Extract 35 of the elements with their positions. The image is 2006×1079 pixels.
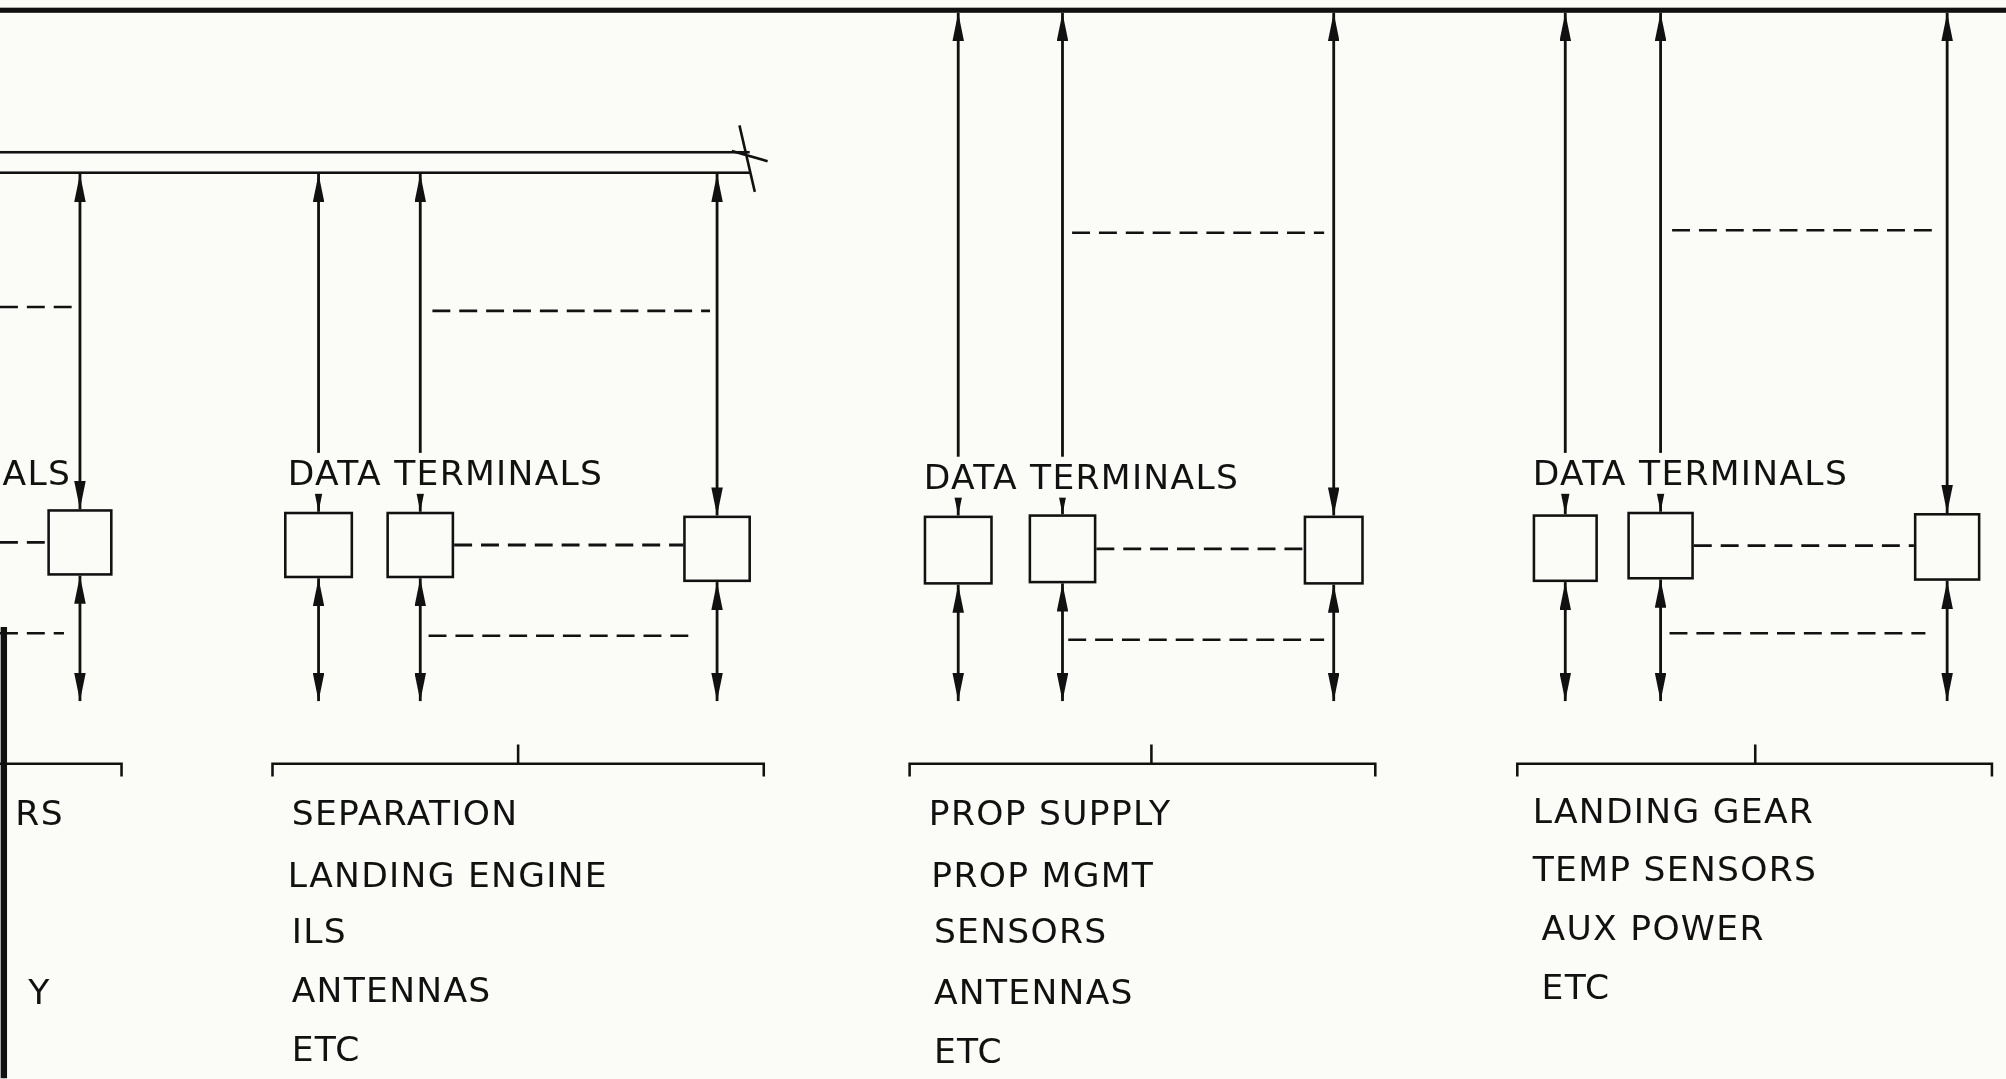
double-headed-arrow	[74, 575, 86, 702]
data-terminal-box	[683, 515, 751, 583]
data-terminal-box	[386, 511, 455, 579]
double-headed-arrow	[1559, 12, 1572, 515]
data-terminal-box	[284, 511, 354, 579]
data-terminal-box	[47, 509, 113, 576]
double-headed-arrow	[1056, 12, 1069, 515]
data-terminal-box	[923, 515, 993, 585]
dashed-line	[0, 541, 48, 544]
double-headed-arrow	[74, 174, 86, 510]
double-headed-arrow	[1327, 12, 1340, 516]
bus-line	[0, 150, 750, 174]
dashed-line	[1096, 547, 1304, 551]
double-headed-arrow	[1654, 579, 1667, 702]
double-headed-arrow	[414, 578, 426, 702]
double-headed-arrow	[952, 12, 964, 516]
double-headed-arrow	[1654, 12, 1667, 512]
double-headed-arrow	[1941, 12, 1953, 513]
double-headed-arrow	[1056, 583, 1069, 702]
data-terminal-box	[1532, 514, 1598, 583]
double-headed-arrow	[1327, 584, 1340, 702]
double-headed-arrow	[711, 174, 723, 516]
data-terminal-box	[1303, 515, 1364, 585]
double-headed-arrow	[1559, 582, 1572, 702]
dashed-line	[1693, 544, 1914, 548]
double-headed-arrow	[711, 582, 723, 702]
double-headed-arrow	[312, 174, 325, 512]
data-terminal-box	[1028, 514, 1097, 584]
double-headed-arrow	[414, 174, 426, 512]
dashed-line	[454, 543, 684, 547]
double-headed-arrow	[1941, 580, 1953, 702]
double-headed-arrow	[952, 584, 964, 702]
data-terminal-box	[1913, 513, 1981, 581]
data-terminal-box	[1627, 511, 1694, 580]
double-headed-arrow	[312, 578, 325, 702]
